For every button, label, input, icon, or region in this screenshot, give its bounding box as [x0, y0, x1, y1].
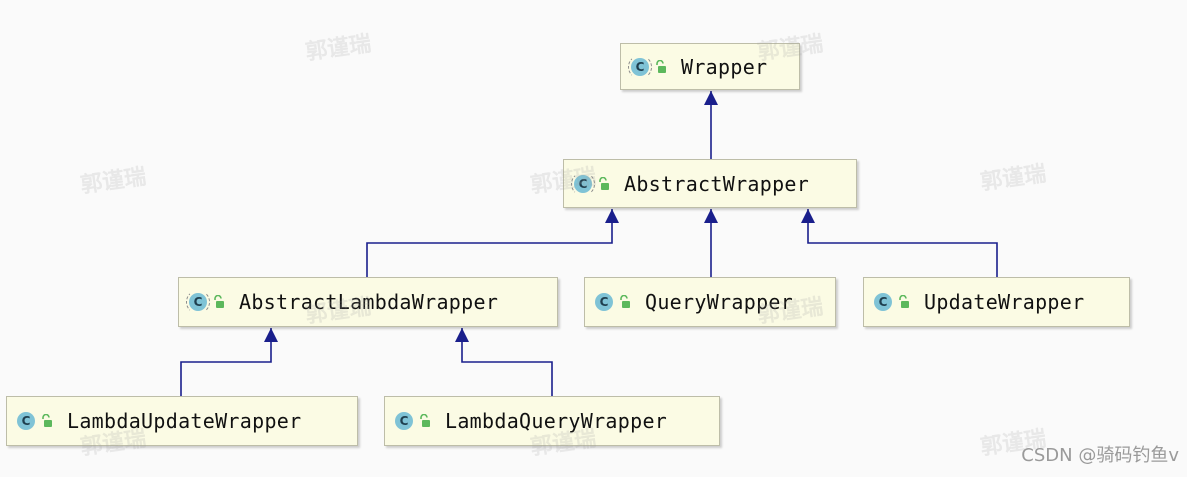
open-lock-icon: [899, 295, 909, 308]
arrowhead-abstract-lambda-wrapper: [264, 328, 278, 342]
class-name: QueryWrapper: [645, 290, 794, 314]
class-icon: C: [595, 293, 613, 311]
open-lock-icon: [214, 295, 224, 308]
edge-lambda-update-wrapper-to-abstract-lambda-wrapper: [180, 328, 272, 396]
open-lock-icon: [420, 414, 430, 427]
class-name: AbstractWrapper: [624, 171, 810, 196]
arrowhead-abstract-wrapper: [801, 209, 815, 223]
abstract-class-icon: C: [571, 171, 595, 196]
abstract-class-icon: C: [628, 54, 652, 79]
node-abstract-wrapper[interactable]: C AbstractWrapper: [563, 159, 857, 208]
class-icon: C: [395, 412, 413, 430]
node-update-wrapper[interactable]: C UpdateWrapper: [863, 277, 1130, 327]
arrowhead-wrapper: [704, 91, 718, 105]
abstract-class-icon: C: [186, 290, 210, 314]
csdn-credit: CSDN @骑码钓鱼v: [1021, 445, 1179, 466]
node-abstract-lambda-wrapper[interactable]: C AbstractLambdaWrapper: [178, 277, 558, 327]
node-query-wrapper[interactable]: C QueryWrapper: [584, 277, 836, 327]
node-lambda-update-wrapper[interactable]: C LambdaUpdateWrapper: [6, 396, 358, 446]
class-name: Wrapper: [681, 54, 768, 79]
class-icon: C: [17, 412, 35, 430]
class-name: AbstractLambdaWrapper: [239, 290, 499, 314]
class-name: LambdaUpdateWrapper: [67, 409, 302, 433]
edge-abstract-lambda-wrapper-to-abstract-wrapper: [366, 209, 613, 277]
arrowhead-abstract-wrapper: [605, 209, 619, 223]
class-name: UpdateWrapper: [924, 290, 1085, 314]
open-lock-icon: [620, 295, 630, 308]
node-lambda-query-wrapper[interactable]: C LambdaQueryWrapper: [384, 396, 720, 446]
open-lock-icon: [599, 176, 609, 190]
open-lock-icon: [42, 414, 52, 427]
arrowhead-abstract-lambda-wrapper: [455, 328, 469, 342]
node-wrapper[interactable]: C Wrapper: [620, 43, 800, 90]
edge-update-wrapper-to-abstract-wrapper: [807, 209, 998, 277]
edge-lambda-query-wrapper-to-abstract-lambda-wrapper: [461, 328, 553, 396]
class-icon: C: [874, 293, 892, 311]
open-lock-icon: [656, 59, 666, 73]
arrowhead-abstract-wrapper: [704, 209, 718, 223]
class-name: LambdaQueryWrapper: [445, 409, 668, 433]
